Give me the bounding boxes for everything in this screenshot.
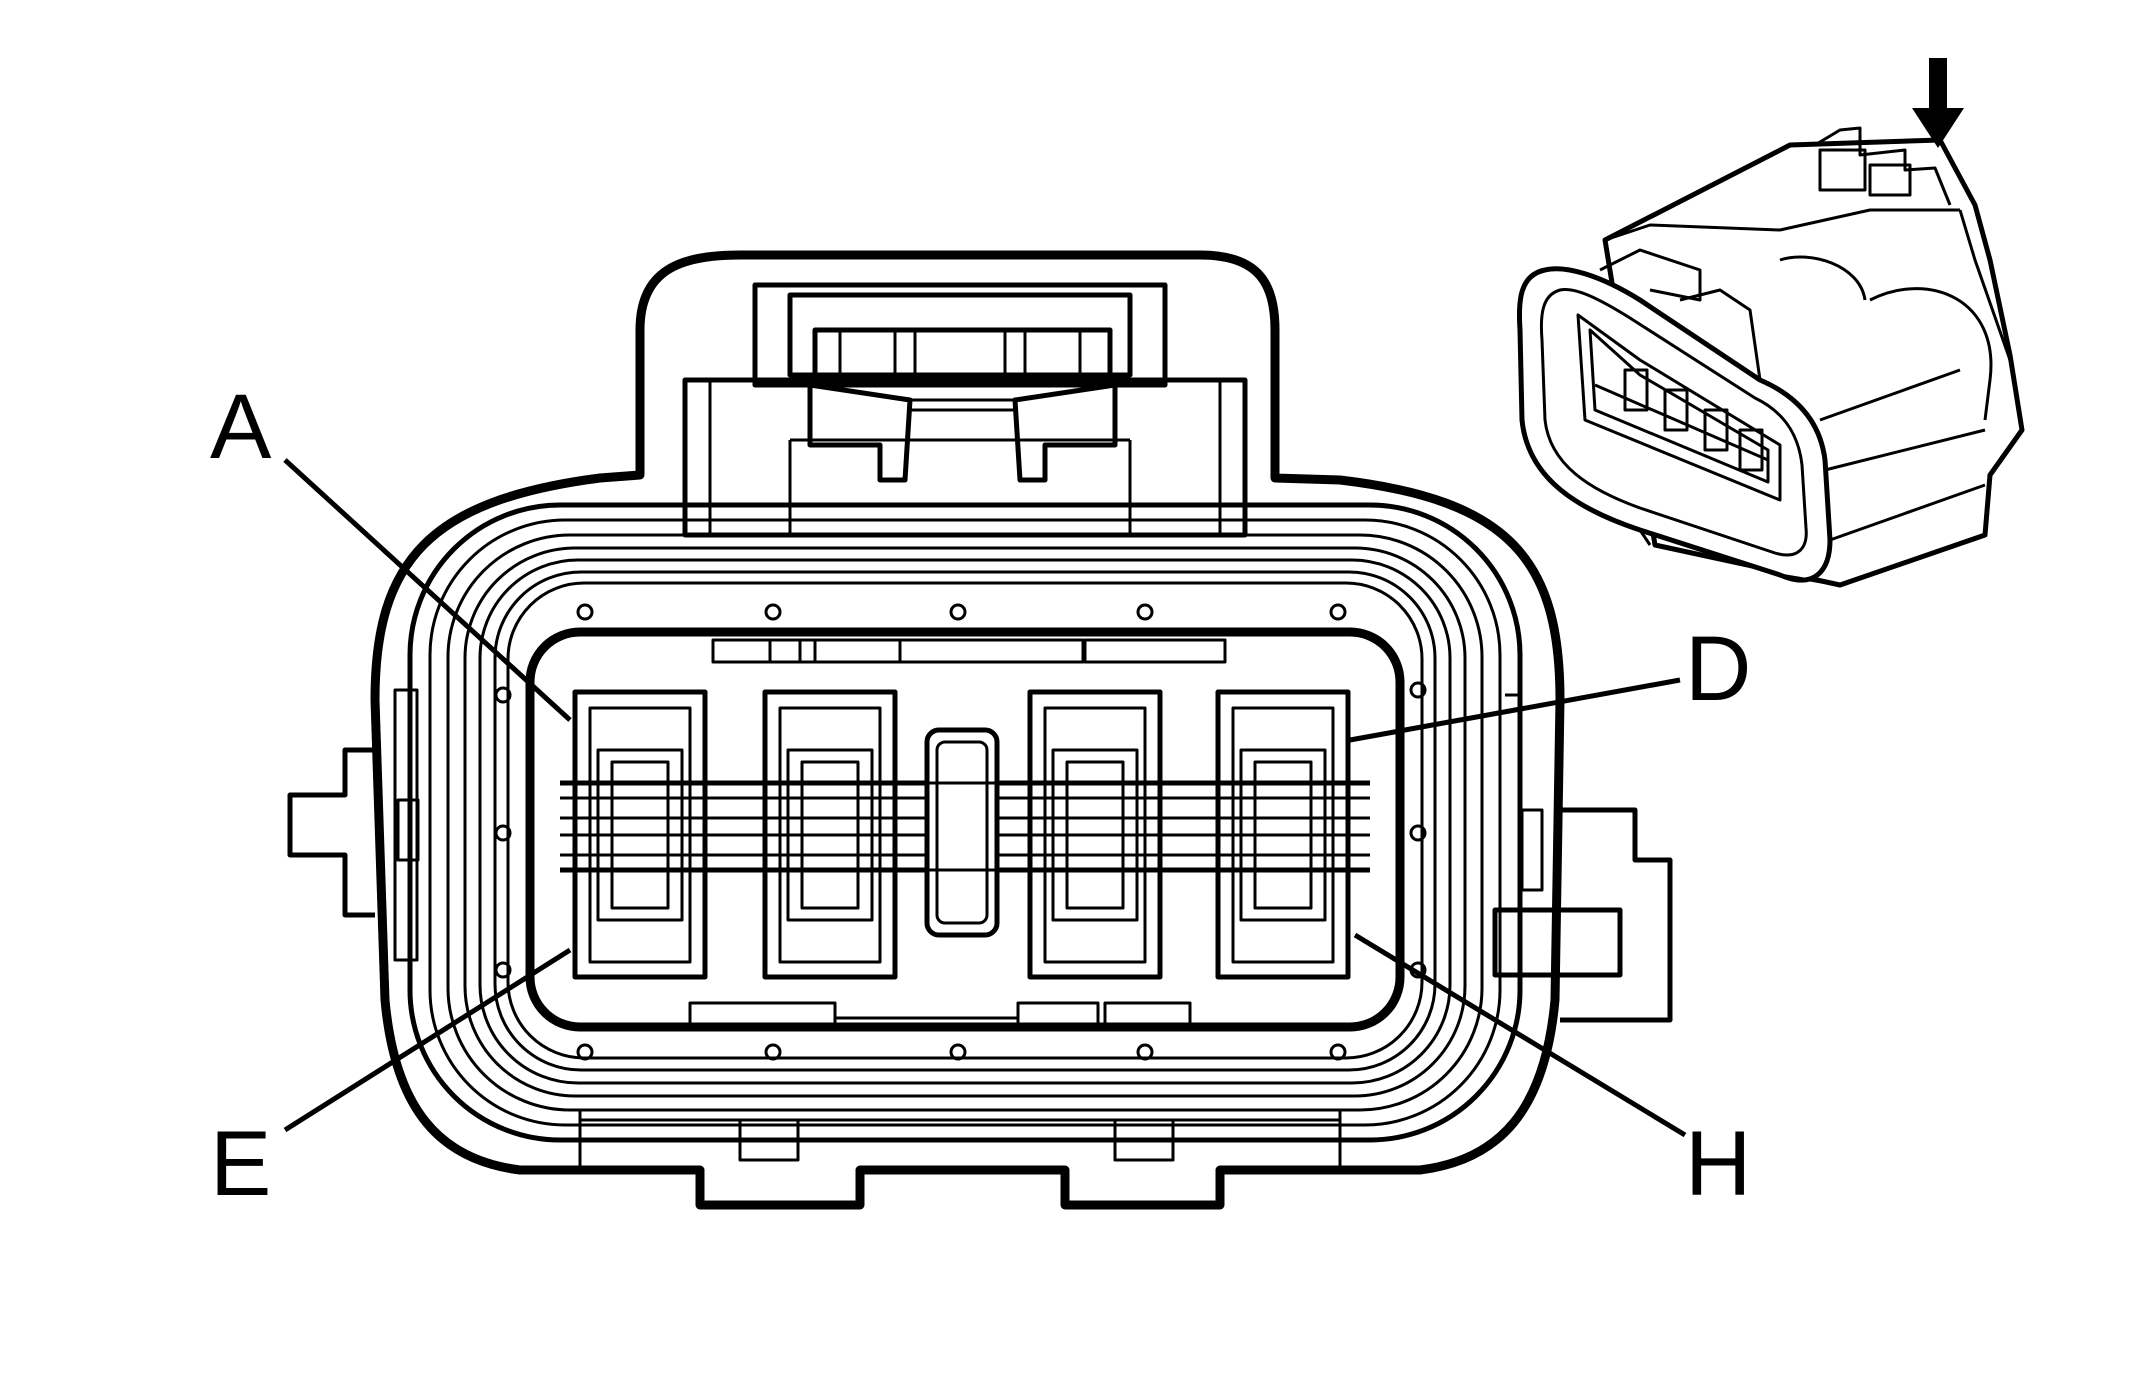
pin-label-h: H: [1685, 1113, 1751, 1215]
pin-leader-lines: [283, 458, 1687, 1138]
down-arrow-icon: [1912, 58, 1964, 148]
terminal-cavity-d-h: [1215, 689, 1351, 980]
housing-outline: [370, 250, 1565, 1210]
ring-rivets: [494, 603, 1427, 1061]
seal-rings: [407, 502, 1523, 1143]
pin-label-d: D: [1685, 618, 1751, 720]
terminal-cavity-b-f: [762, 689, 898, 980]
leader-line-e: [283, 947, 572, 1133]
leader-line-a: [283, 458, 572, 722]
bottom-notches: [578, 1110, 1342, 1170]
terminal-cavity-c-g: [1027, 689, 1163, 980]
left-ear: [287, 688, 420, 962]
pin-label-e: E: [210, 1113, 271, 1215]
leader-line-d: [1349, 677, 1681, 743]
connector-face-view: [287, 250, 1673, 1210]
inner-cavity: [525, 627, 1405, 1032]
right-ear: [1492, 693, 1673, 1023]
leader-line-h: [1353, 932, 1687, 1138]
cavity-keys: [688, 638, 1227, 1027]
connector-iso-view: [1516, 58, 2025, 588]
terminal-cavity-a-e: [572, 689, 708, 980]
pin-label-a: A: [210, 376, 272, 478]
center-key: [924, 727, 1000, 938]
latch-housing: [682, 282, 1248, 538]
